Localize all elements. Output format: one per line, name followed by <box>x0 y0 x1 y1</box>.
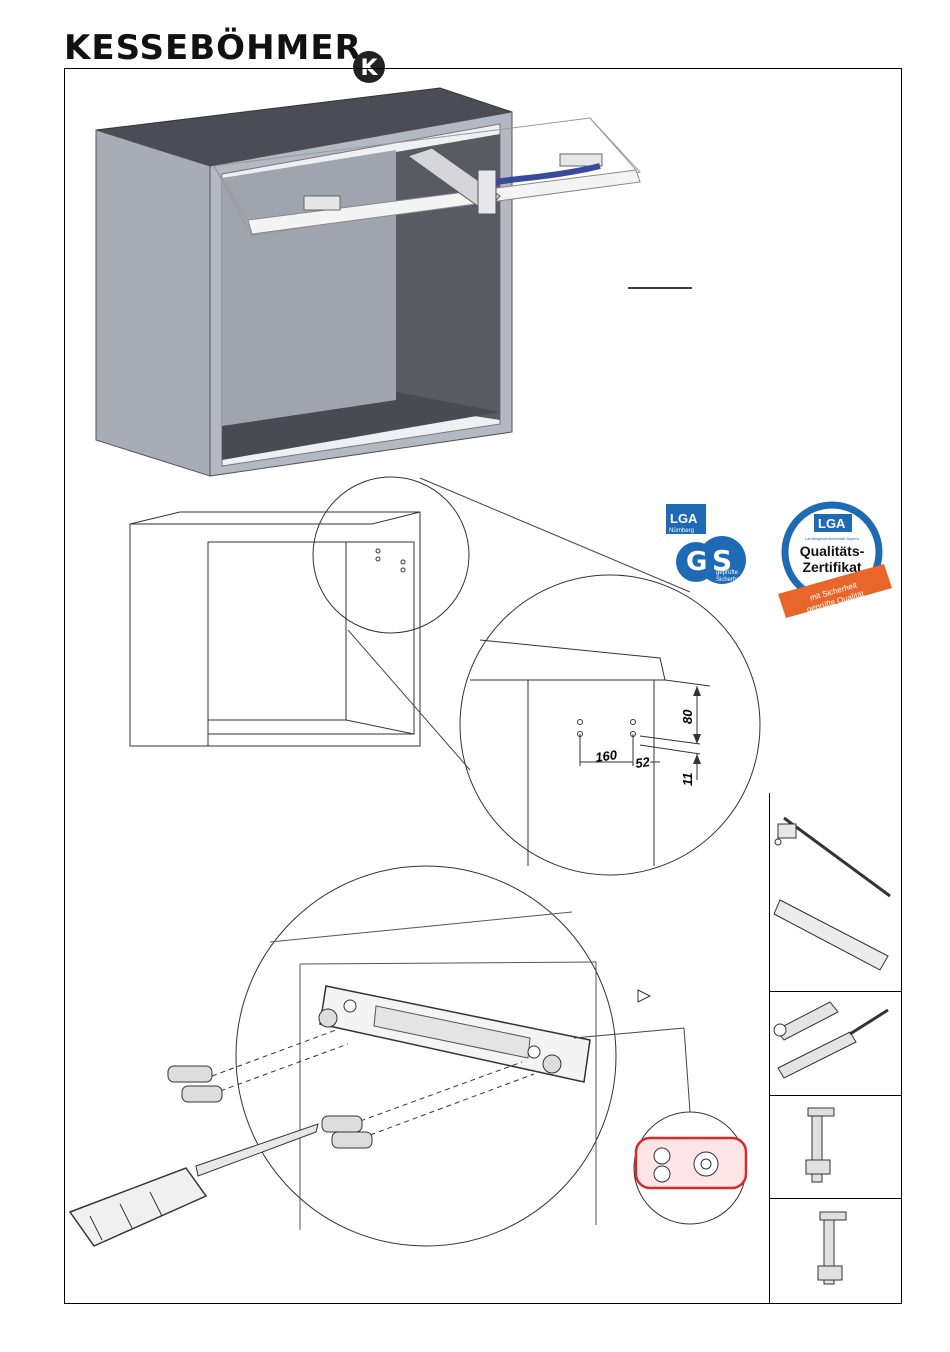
parts-illustrations <box>0 0 950 1352</box>
